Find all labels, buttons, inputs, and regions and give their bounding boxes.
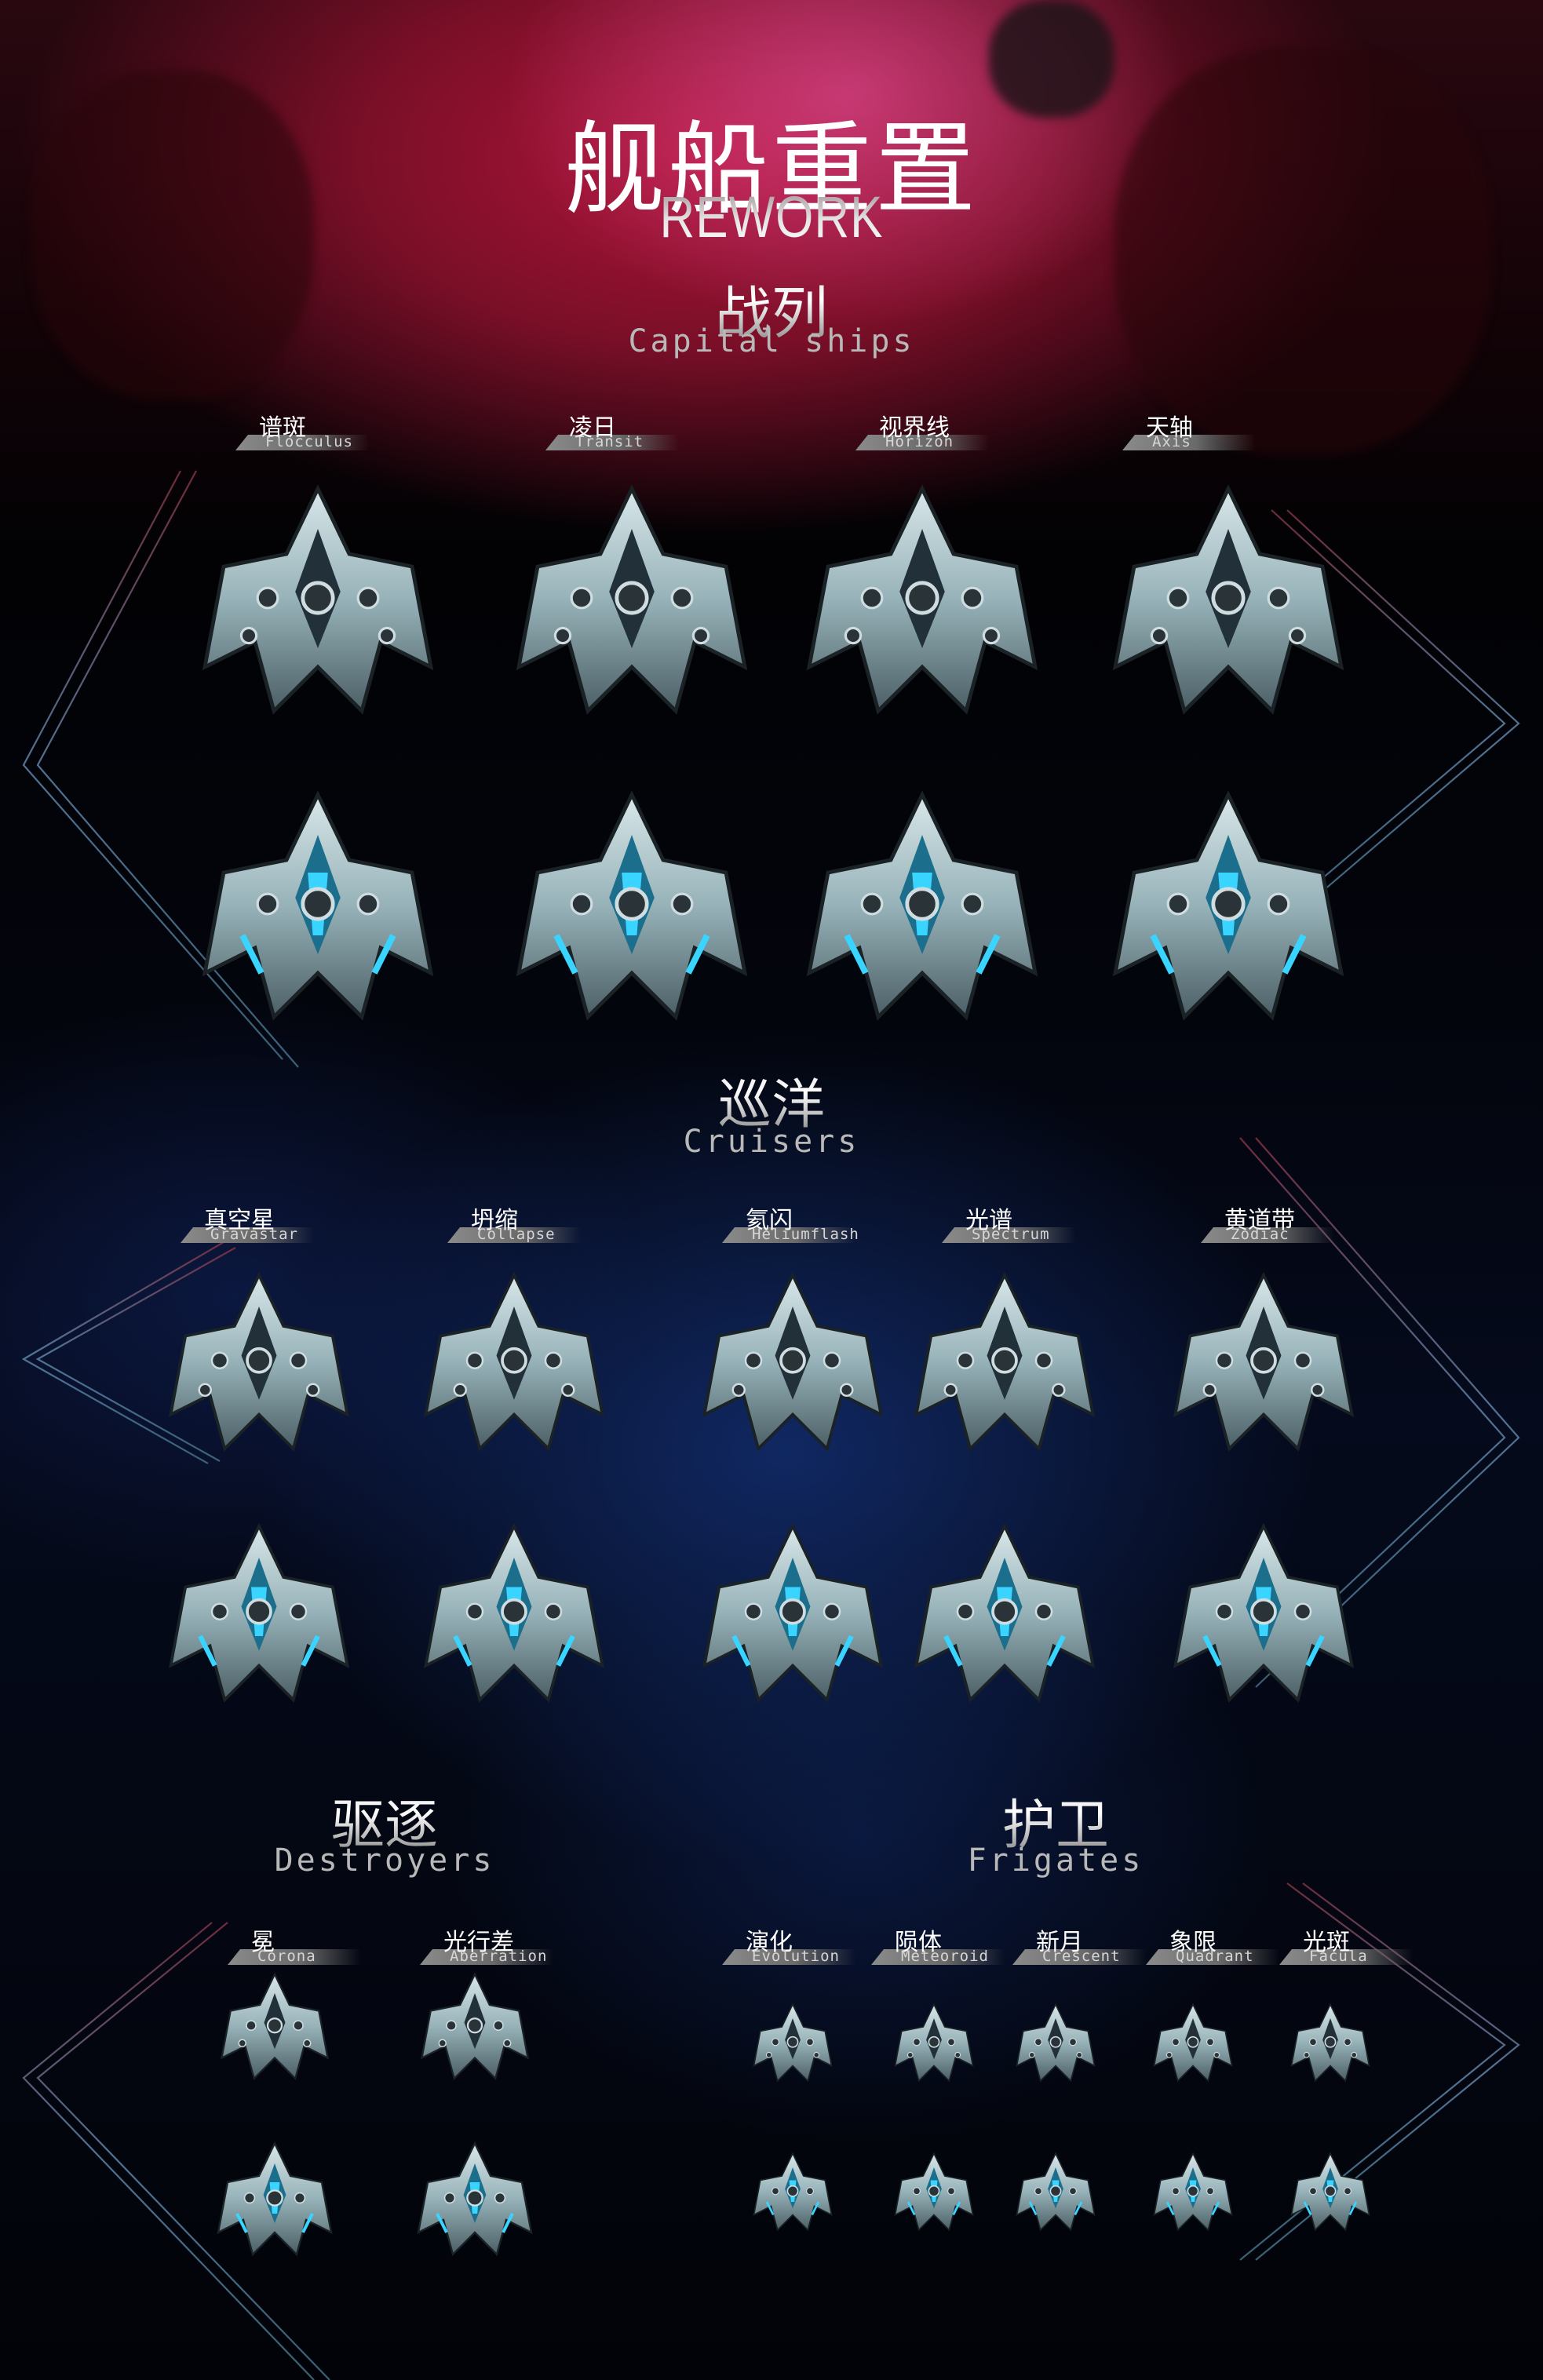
spaceship-new-icon xyxy=(1150,2150,1236,2236)
ship-name-en: Aberration xyxy=(450,1948,548,1965)
label-bar xyxy=(722,1949,855,1965)
spaceship-new-icon xyxy=(412,2134,538,2268)
ship-name-en: Meteoroid xyxy=(901,1948,989,1965)
ship-name-en: Evolution xyxy=(752,1948,840,1965)
section-title-cruisers-cn: 巡洋 xyxy=(0,1061,1543,1139)
section-title-capital-cn: 战列 xyxy=(0,267,1543,349)
ship-name-cn: 真空星 xyxy=(204,1207,275,1234)
spaceship-old-icon xyxy=(1150,2001,1236,2087)
label-bar xyxy=(722,1227,855,1243)
spaceship-old-icon xyxy=(1287,2001,1373,2087)
ship-name-cn: 新月 xyxy=(1036,1929,1083,1956)
spaceship-old-icon xyxy=(212,1970,337,2087)
section-title-destroyers-en: Destroyers xyxy=(274,1842,495,1879)
label-bar xyxy=(871,1949,1005,1965)
ship-name-cn: 凌日 xyxy=(569,414,616,442)
spaceship-old-icon xyxy=(412,1970,538,2087)
asteroid-shape xyxy=(31,71,314,400)
spaceship-new-icon xyxy=(502,785,761,1036)
label-bar xyxy=(447,1227,581,1243)
spaceship-old-icon xyxy=(1165,1256,1362,1475)
spaceship-new-icon xyxy=(906,1507,1103,1726)
label-bar xyxy=(235,435,369,450)
asteroid-shape xyxy=(989,0,1114,118)
spaceship-old-icon xyxy=(416,1256,612,1475)
ship-name-cn: 光行差 xyxy=(443,1929,514,1956)
ship-name-en: Facula xyxy=(1309,1948,1368,1965)
spaceship-old-icon xyxy=(793,479,1052,730)
ship-name-en: Horizon xyxy=(885,433,954,450)
spaceship-old-icon xyxy=(906,1256,1103,1475)
ship-name-cn: 陨体 xyxy=(895,1929,942,1956)
ship-name-en: Gravastar xyxy=(210,1226,298,1243)
spaceship-old-icon xyxy=(161,1256,357,1475)
spaceship-old-icon xyxy=(1099,479,1358,730)
ship-name-cn: 光斑 xyxy=(1303,1929,1350,1956)
spaceship-new-icon xyxy=(161,1507,357,1726)
ship-name-en: Quadrant xyxy=(1176,1948,1254,1965)
ship-name-cn: 光谱 xyxy=(965,1207,1012,1234)
ship-name-en: Collapse xyxy=(477,1226,556,1243)
spaceship-new-icon xyxy=(1287,2150,1373,2236)
ship-name-cn: 氦闪 xyxy=(746,1207,793,1234)
page-title: 舰船重置 xyxy=(564,111,979,228)
section-title-cruisers-en: Cruisers xyxy=(683,1124,860,1160)
ship-name-cn: 坍缩 xyxy=(471,1207,518,1234)
spaceship-new-icon xyxy=(750,2150,836,2236)
spaceship-new-icon xyxy=(695,1507,891,1726)
label-bar xyxy=(545,435,679,450)
label-bar xyxy=(1201,1227,1334,1243)
label-bar xyxy=(855,435,989,450)
section-title-frigates-cn: 护卫 xyxy=(899,1781,1213,1859)
label-bar xyxy=(1012,1949,1146,1965)
ship-name-cn: 天轴 xyxy=(1146,414,1193,442)
spaceship-new-icon xyxy=(891,2150,977,2236)
ship-name-en: Spectrum xyxy=(972,1226,1050,1243)
spaceship-old-icon xyxy=(1012,2001,1099,2087)
section-title-capital-en: Capital ships xyxy=(628,323,915,359)
label-bar xyxy=(420,1949,553,1965)
spaceship-new-icon xyxy=(793,785,1052,1036)
page-subtitle: REWORK xyxy=(0,184,1543,251)
ship-name-en: Axis xyxy=(1152,433,1191,450)
spaceship-new-icon xyxy=(188,785,447,1036)
spaceship-new-icon xyxy=(1012,2150,1099,2236)
ship-name-en: Corona xyxy=(257,1948,316,1965)
spaceship-old-icon xyxy=(891,2001,977,2087)
ship-name-en: Flocculus xyxy=(265,433,353,450)
label-bar xyxy=(942,1227,1075,1243)
ship-name-en: Transit xyxy=(575,433,644,450)
spaceship-new-icon xyxy=(416,1507,612,1726)
spaceship-new-icon xyxy=(212,2134,337,2268)
spaceship-old-icon xyxy=(502,479,761,730)
spaceship-new-icon xyxy=(1165,1507,1362,1726)
spaceship-new-icon xyxy=(1099,785,1358,1036)
asteroid-shape xyxy=(1114,47,1491,455)
ship-name-cn: 谱斑 xyxy=(259,414,306,442)
section-title-frigates-en: Frigates xyxy=(967,1842,1144,1879)
label-bar xyxy=(181,1227,314,1243)
spaceship-old-icon xyxy=(695,1256,891,1475)
ship-name-cn: 黄道带 xyxy=(1224,1207,1295,1234)
spaceship-old-icon xyxy=(188,479,447,730)
ship-name-en: Heliumflash xyxy=(752,1226,859,1243)
ship-name-en: Crescent xyxy=(1042,1948,1121,1965)
label-bar xyxy=(1146,1949,1279,1965)
spaceship-old-icon xyxy=(750,2001,836,2087)
label-bar xyxy=(1122,435,1256,450)
label-bar xyxy=(228,1949,361,1965)
ship-name-cn: 冕 xyxy=(251,1929,275,1956)
section-title-destroyers-cn: 驱逐 xyxy=(228,1781,542,1859)
ship-name-cn: 视界线 xyxy=(879,414,950,442)
ship-name-cn: 演化 xyxy=(746,1929,793,1956)
label-bar xyxy=(1279,1949,1413,1965)
ship-name-cn: 象限 xyxy=(1169,1929,1217,1956)
ship-name-en: Zodiac xyxy=(1231,1226,1289,1243)
